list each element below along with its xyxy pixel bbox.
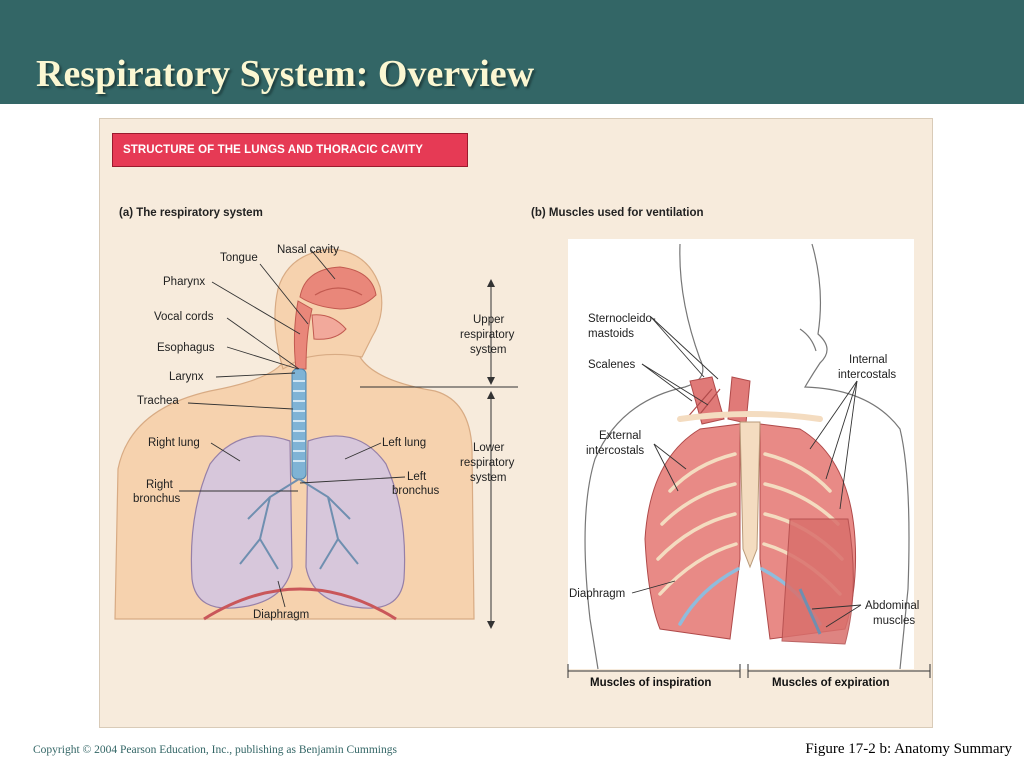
- upper-lower-bracket: [360, 279, 518, 629]
- label-larynx: Larynx: [169, 371, 204, 383]
- leader-lines-a: [179, 249, 406, 608]
- label-diaphragm-b: Diaphragm: [569, 588, 625, 600]
- label-right-bronchus-1: Right: [146, 479, 174, 491]
- anatomy-diagram: Nasal cavity Tongue Pharynx Vocal cords …: [114, 239, 931, 689]
- label-internal-1: Internal: [849, 354, 887, 366]
- label-scalenes: Scalenes: [588, 359, 636, 371]
- label-external-1: External: [599, 430, 641, 442]
- label-sternocleido-2: mastoids: [588, 328, 634, 340]
- figure-banner: STRUCTURE OF THE LUNGS AND THORACIC CAVI…: [112, 133, 468, 167]
- label-lower-1: Lower: [473, 442, 504, 454]
- label-nasal-cavity: Nasal cavity: [277, 244, 339, 256]
- muscle-bracket: [567, 664, 931, 678]
- label-abdominal-2: muscles: [873, 615, 915, 627]
- label-esophagus: Esophagus: [157, 342, 215, 354]
- label-right-lung: Right lung: [148, 437, 200, 449]
- figure-caption: Figure 17-2 b: Anatomy Summary: [805, 741, 1012, 757]
- label-right-bronchus-2: bronchus: [133, 493, 181, 505]
- label-pharynx: Pharynx: [163, 276, 205, 288]
- label-muscles-of-inspiration: Muscles of inspiration: [590, 677, 711, 689]
- label-abdominal-1: Abdominal: [865, 600, 919, 612]
- slide-title: Respiratory System: Overview: [36, 53, 535, 95]
- label-upper-1: Upper: [473, 314, 504, 326]
- nasal-cavity-shape: [299, 266, 377, 310]
- label-upper-2: respiratory: [460, 329, 515, 341]
- label-external-2: intercostals: [586, 445, 644, 457]
- label-left-bronchus-2: bronchus: [392, 485, 440, 497]
- leader-lines-b: [631, 316, 862, 628]
- label-sternocleido-1: Sternocleido-: [588, 313, 656, 325]
- diaphragm-arc-a: [203, 587, 397, 621]
- copyright-notice: Copyright © 2004 Pearson Education, Inc.…: [33, 744, 397, 756]
- label-lower-3: system: [470, 472, 506, 484]
- body-outline-b: [584, 243, 910, 670]
- banner-text: STRUCTURE OF THE LUNGS AND THORACIC CAVI…: [123, 144, 423, 156]
- rib-cage-shape: [644, 411, 857, 645]
- label-tongue: Tongue: [220, 252, 258, 264]
- label-lower-2: respiratory: [460, 457, 515, 469]
- figure-panel: STRUCTURE OF THE LUNGS AND THORACIC CAVI…: [99, 118, 933, 728]
- label-muscles-of-expiration: Muscles of expiration: [772, 677, 890, 689]
- panel-a-heading: (a) The respiratory system: [119, 207, 263, 219]
- label-trachea: Trachea: [137, 395, 179, 407]
- label-vocal-cords: Vocal cords: [154, 311, 214, 323]
- label-left-lung: Left lung: [382, 437, 426, 449]
- panel-b-heading: (b) Muscles used for ventilation: [531, 207, 704, 219]
- label-upper-3: system: [470, 344, 506, 356]
- label-internal-2: intercostals: [838, 369, 896, 381]
- label-diaphragm-a: Diaphragm: [253, 609, 309, 621]
- trachea-shape: [291, 368, 307, 480]
- title-bar: [0, 0, 1024, 104]
- label-left-bronchus-1: Left: [407, 471, 427, 483]
- lungs-shape: [190, 435, 406, 609]
